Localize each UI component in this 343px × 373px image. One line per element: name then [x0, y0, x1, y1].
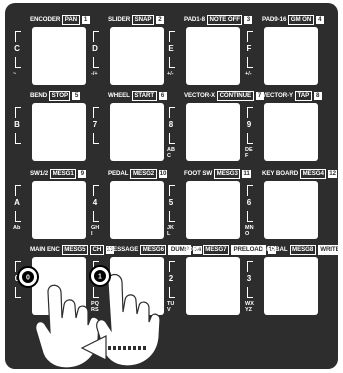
- callout-number: 0: [26, 275, 30, 282]
- callout-number: 1: [98, 274, 102, 281]
- hand-left-icon: [36, 285, 99, 368]
